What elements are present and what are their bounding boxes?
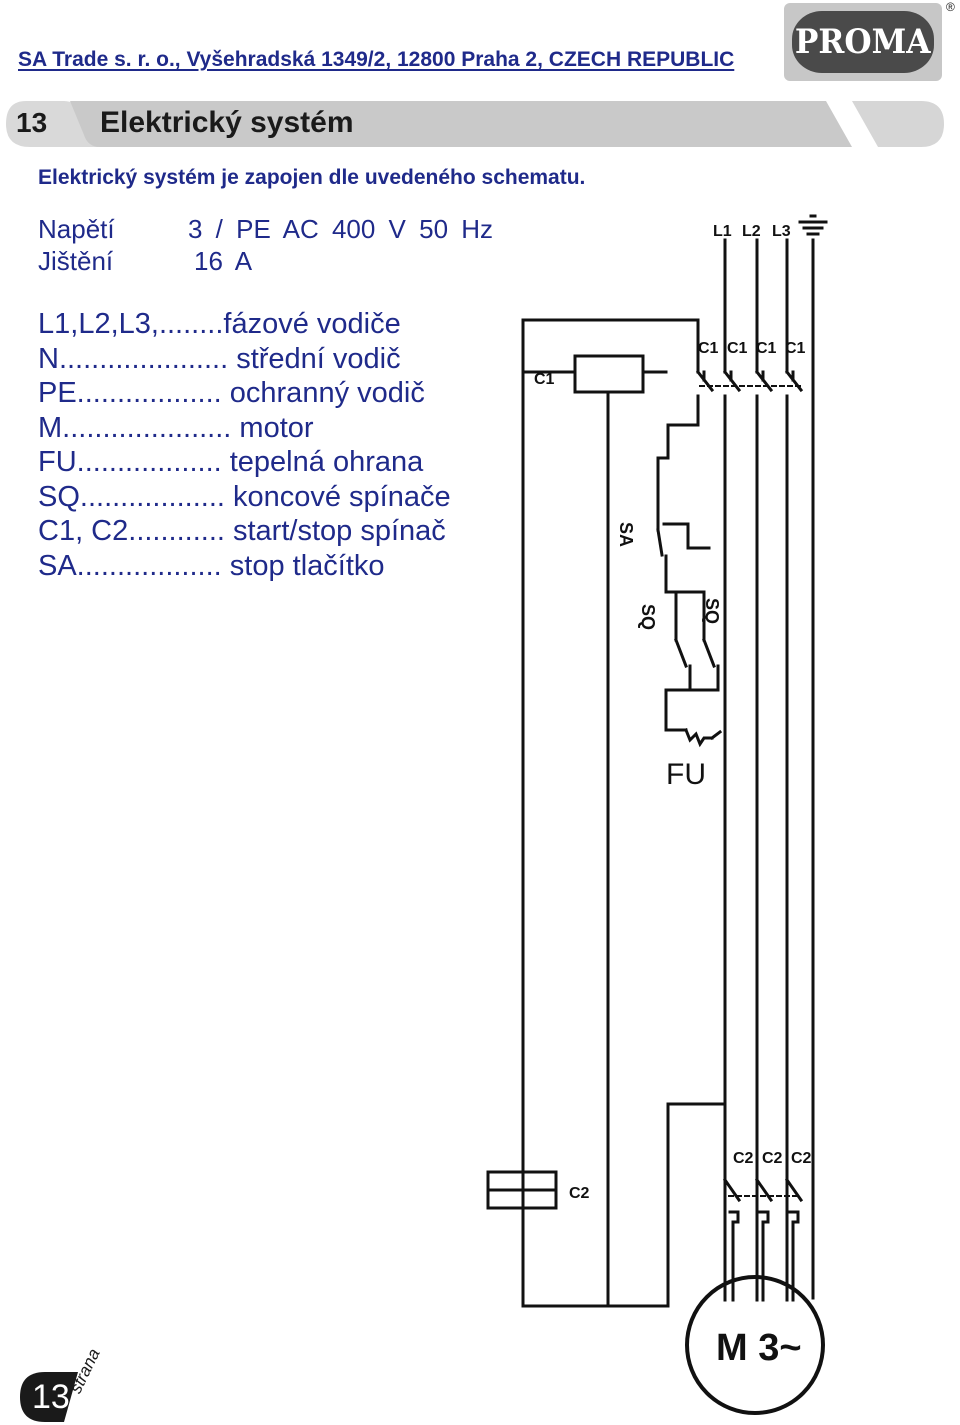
sq-label: SQ [702,598,722,624]
legend-item: C1, C2............ start/stop spínač [38,515,446,547]
logo-text: PROMA [795,22,931,62]
legend-item: N..................... střední vodič [38,342,401,375]
c2-contact-label: C2 [791,1150,812,1167]
legend-item: SQ.................. koncové spínače [38,480,451,513]
spec-value: 16 A [194,246,253,276]
motor-label: M 3~ [716,1327,802,1369]
spec-label: Jištění [38,246,114,276]
spec-value: 3 / PE AC 400 V 50 Hz [188,214,494,244]
legend: L1,L2,L3,........fázové vodiče N........… [38,307,451,583]
sq-label: SQ [638,604,658,630]
page-badge [20,1372,78,1422]
c2-coil-label: C2 [569,1185,590,1202]
phase-label: L1 [713,223,732,240]
fu-label: FU [666,758,706,791]
section-bar [6,101,944,147]
c2-contact-label: C2 [733,1150,754,1167]
legend-item: SA.................. stop tlačítko [38,549,385,582]
phase-label: L3 [772,223,791,240]
c1-coil-label: C1 [534,371,555,388]
registered-mark: ® [946,0,955,14]
sa-label: SA [616,522,636,547]
legend-item: FU.................. tepelná ohrana [38,446,424,478]
company-address: SA Trade s. r. o., Vyšehradská 1349/2, 1… [18,48,735,71]
c1-contact-label: C1 [698,340,719,357]
legend-item: L1,L2,L3,........fázové vodiče [38,308,401,340]
intro-text: Elektrický systém je zapojen dle uvedené… [38,166,586,189]
c1-contact-label: C1 [785,340,806,357]
c1-contact-label: C1 [727,340,748,357]
section-number: 13 [16,107,48,138]
phase-label: L2 [742,223,761,240]
legend-item: PE.................. ochranný vodič [38,377,425,409]
c1-contact-label: C1 [756,340,777,357]
legend-item: M..................... motor [38,411,314,444]
section-title: Elektrický systém [100,106,354,139]
c2-contact-label: C2 [762,1150,783,1167]
logo-badge: PROMA [792,11,934,73]
proma-logo: PROMA [784,3,942,81]
spec-label: Napětí [38,214,115,244]
page-number: 13 [32,1378,70,1416]
